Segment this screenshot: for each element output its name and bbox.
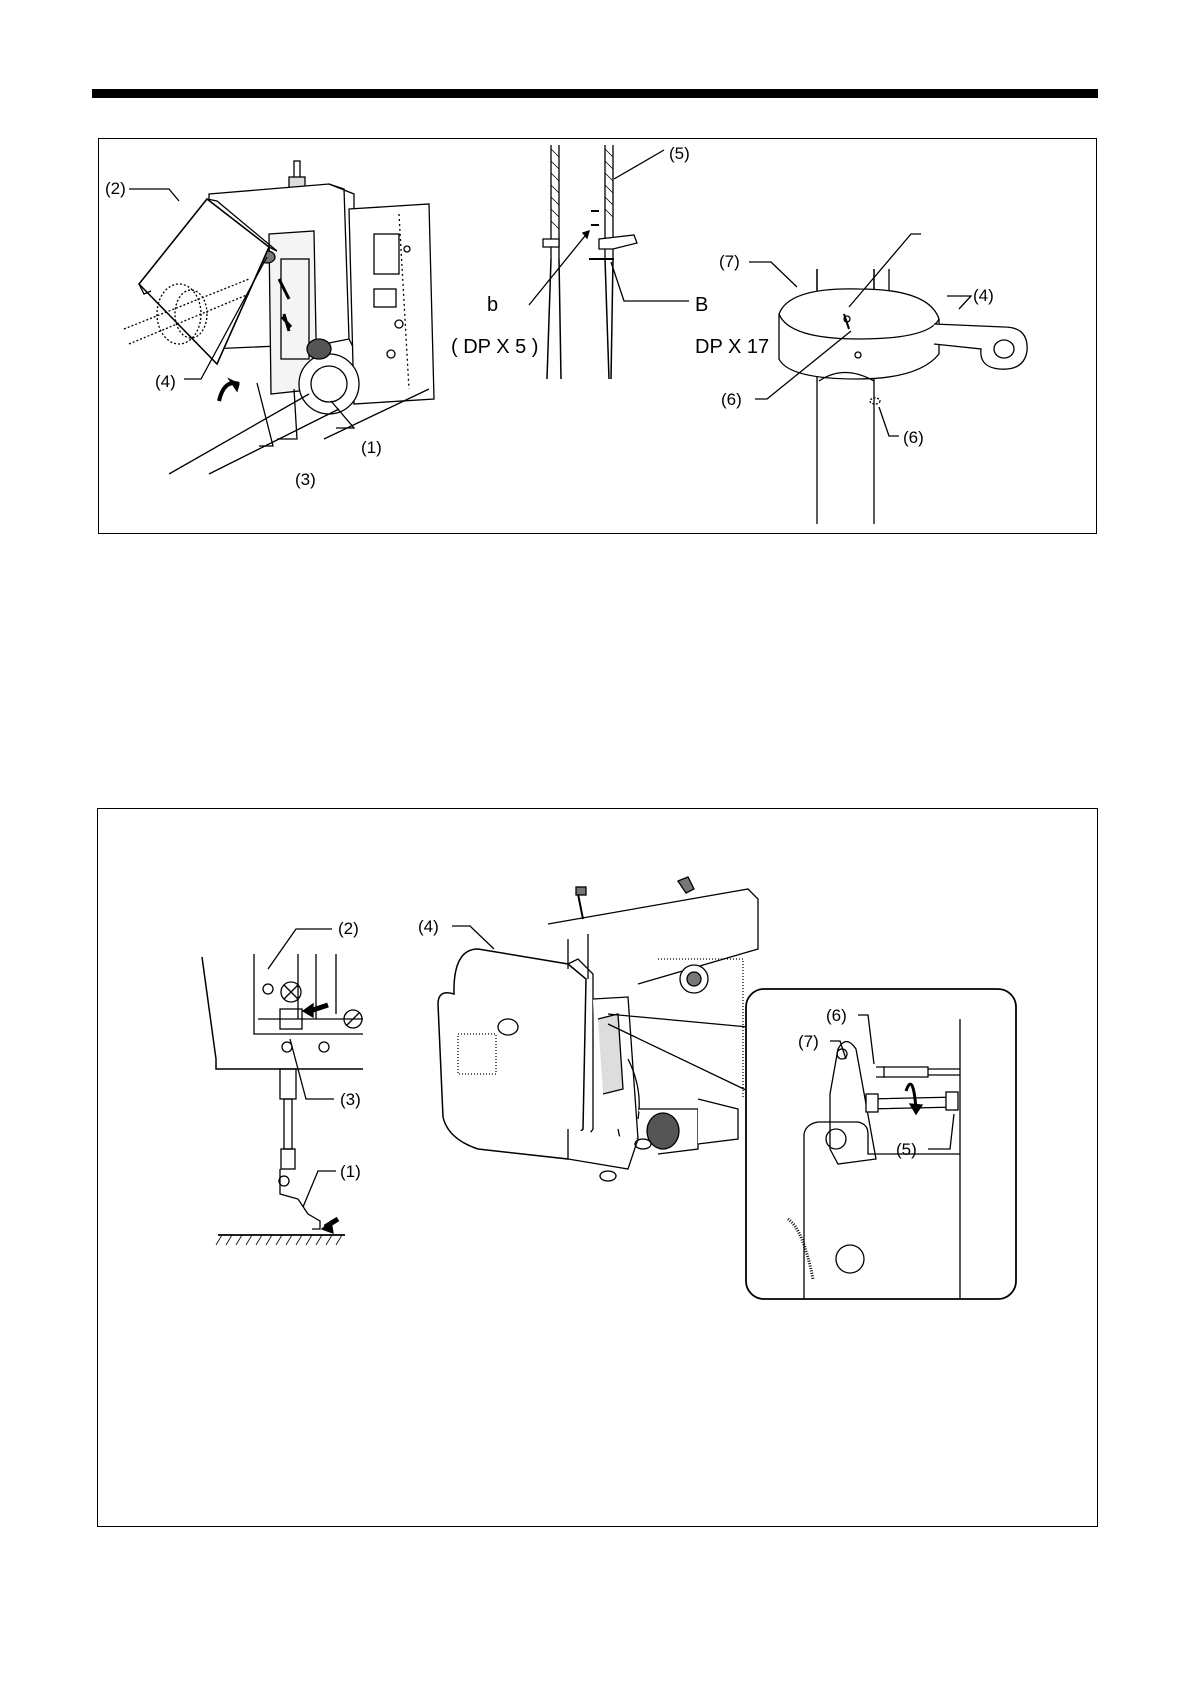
figure-top-illustration: (2) (4) (1) (3) (5) b B ( DP X 5 ) DP X …	[99, 139, 1098, 535]
machine-head-drawing	[124, 161, 434, 474]
label-6-b: (6)	[903, 428, 924, 447]
needle-drawing	[529, 145, 689, 379]
label-2: (2)	[338, 919, 359, 938]
label-3: (3)	[340, 1090, 361, 1109]
figure-bottom-illustration: (2) (3) (1) (4) (6) (7) (5)	[98, 809, 1099, 1528]
detail-inset	[746, 989, 1016, 1299]
label-6-a: (6)	[721, 390, 742, 409]
header-rule	[92, 89, 1098, 98]
label-7: (7)	[719, 252, 740, 271]
label-4: (4)	[155, 372, 176, 391]
label-5: (5)	[896, 1140, 917, 1159]
label-4-right: (4)	[973, 286, 994, 305]
figure-panel-bottom: (2) (3) (1) (4) (6) (7) (5)	[97, 808, 1098, 1527]
machine-cover-drawing	[438, 877, 758, 1181]
label-5: (5)	[669, 144, 690, 163]
presser-foot-drawing	[202, 929, 363, 1245]
label-1: (1)	[361, 438, 382, 457]
figure-panel-top: (2) (4) (1) (3) (5) b B ( DP X 5 ) DP X …	[98, 138, 1097, 534]
label-4: (4)	[418, 917, 439, 936]
label-B: B	[695, 294, 708, 316]
label-b: b	[487, 294, 498, 316]
label-6: (6)	[826, 1006, 847, 1025]
label-1: (1)	[340, 1162, 361, 1181]
label-dpx17: DP X 17	[695, 336, 769, 358]
label-7: (7)	[798, 1032, 819, 1051]
label-dpx5: ( DP X 5 )	[451, 336, 538, 358]
take-up-drawing	[749, 234, 1027, 524]
label-2: (2)	[105, 179, 126, 198]
label-3: (3)	[295, 470, 316, 489]
